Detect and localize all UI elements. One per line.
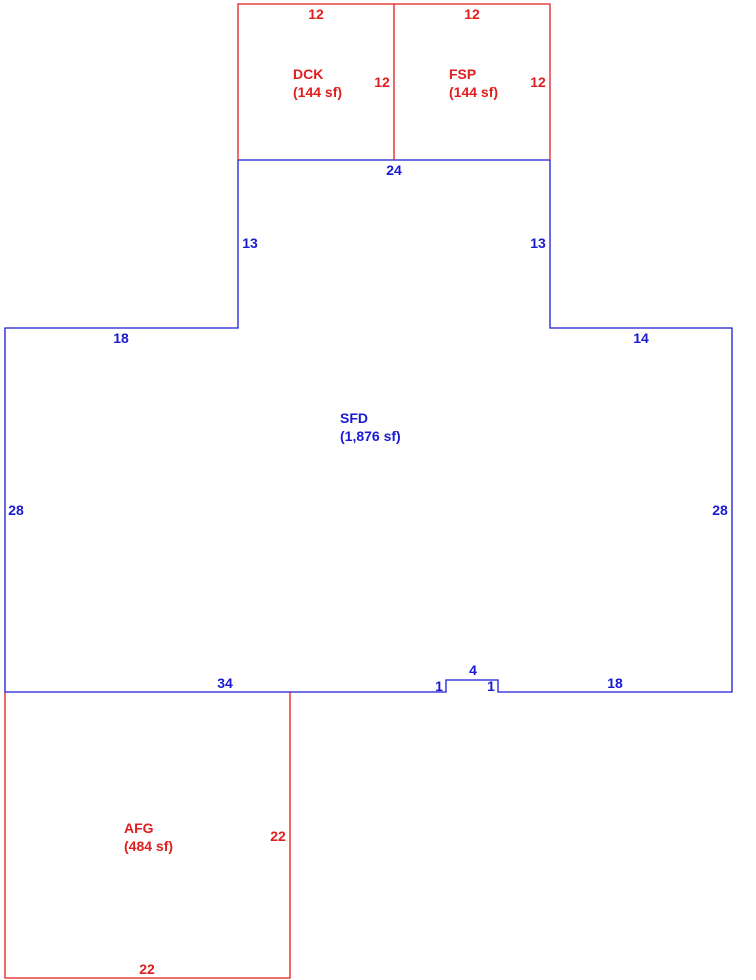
dim-sfd-bump-left: 1 bbox=[435, 678, 443, 694]
dim-sfd-right-ledge: 14 bbox=[633, 330, 649, 346]
area-afg-code: AFG bbox=[124, 820, 154, 836]
dim-fsp-right: 12 bbox=[530, 74, 546, 90]
area-afg-size: (484 sf) bbox=[124, 838, 173, 854]
dim-sfd-left-ledge: 18 bbox=[113, 330, 129, 346]
dim-sfd-right: 28 bbox=[712, 502, 728, 518]
dim-sfd-upper-right: 13 bbox=[530, 235, 546, 251]
area-dck-size: (144 sf) bbox=[293, 84, 342, 100]
dim-dck-top: 12 bbox=[308, 6, 324, 22]
area-fsp-code: FSP bbox=[449, 66, 476, 82]
area-fsp-size: (144 sf) bbox=[449, 84, 498, 100]
dim-sfd-upper-left: 13 bbox=[242, 235, 258, 251]
dim-sfd-bump-top: 4 bbox=[469, 662, 477, 678]
fsp-outline bbox=[394, 3, 551, 160]
dim-sfd-bump-right: 1 bbox=[487, 678, 495, 694]
dck-outline bbox=[237, 3, 395, 160]
dim-fsp-top: 12 bbox=[464, 6, 480, 22]
dim-dck-right: 12 bbox=[374, 74, 390, 90]
area-sfd-code: SFD bbox=[340, 410, 368, 426]
dim-sfd-left: 28 bbox=[8, 502, 24, 518]
area-dck-code: DCK bbox=[293, 66, 323, 82]
dim-sfd-top: 24 bbox=[386, 162, 402, 178]
area-sfd-size: (1,876 sf) bbox=[340, 428, 401, 444]
sfd-outline bbox=[4, 159, 733, 693]
dim-afg-right: 22 bbox=[270, 828, 286, 844]
dim-afg-bottom: 22 bbox=[139, 961, 155, 977]
dim-sfd-bottom-right: 18 bbox=[607, 675, 623, 691]
dim-sfd-bottom-left: 34 bbox=[217, 675, 233, 691]
afg-outline bbox=[4, 692, 291, 979]
